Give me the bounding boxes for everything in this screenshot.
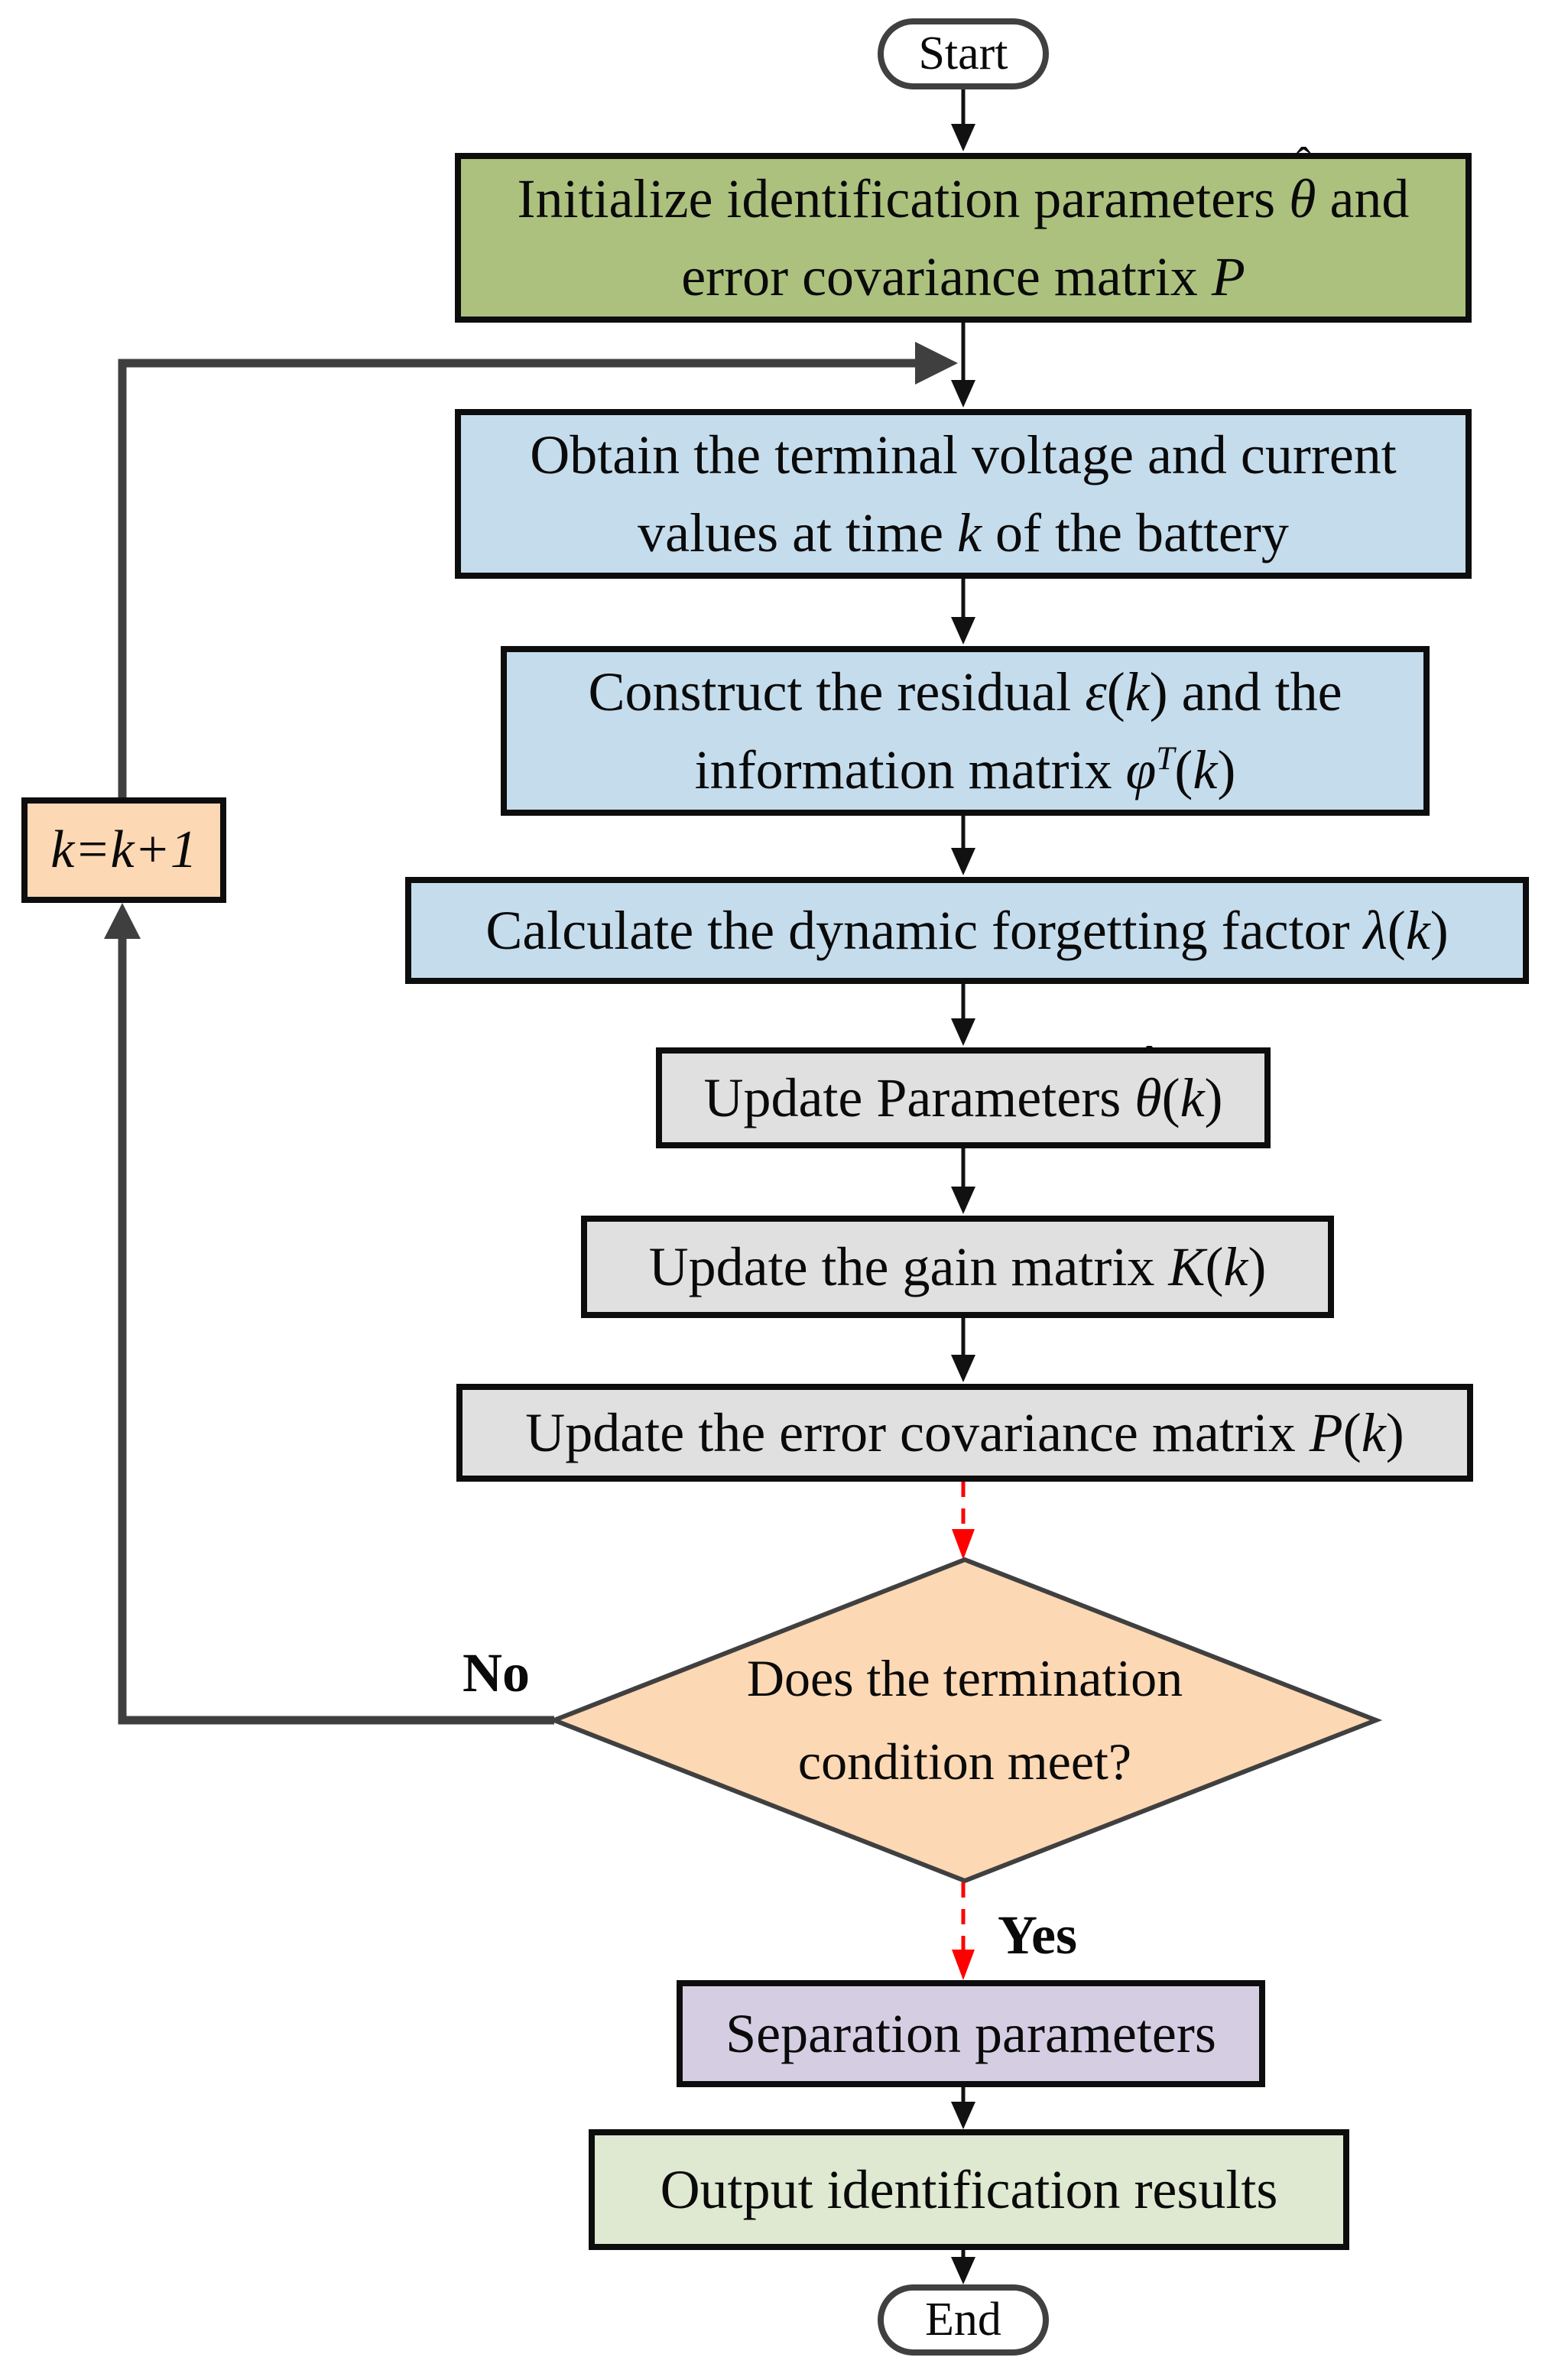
output-line-1: Output identification results — [660, 2158, 1278, 2220]
update-covariance-box: Update the error covariance matrix P(k) — [456, 1384, 1473, 1482]
arrow-separation-to-output — [951, 2087, 975, 2129]
construct-line-1: Construct the residual ε(k) and the — [588, 661, 1342, 722]
start-terminal: Start — [878, 18, 1049, 89]
obtain-voltage-current-box: Obtain the terminal voltage and current … — [455, 409, 1472, 579]
arrow-parameters-to-gain — [951, 1148, 975, 1214]
separation-line-1: Separation parameters — [725, 2002, 1216, 2064]
init-line-2: error covariance matrix P — [681, 246, 1245, 307]
construct-line-2: information matrix φT(k) — [694, 739, 1236, 800]
no-loop-path — [104, 342, 958, 1725]
decision-line-1: Does the termination — [746, 1649, 1183, 1708]
forgetting-factor-box: Calculate the dynamic forgetting factor … — [405, 877, 1529, 984]
output-results-box: Output identification results — [589, 2129, 1349, 2250]
end-label: End — [925, 2294, 1001, 2346]
arrow-construct-to-forgetting — [951, 816, 975, 875]
end-terminal: End — [878, 2284, 1049, 2356]
obtain-line-2: values at time k of the battery — [638, 502, 1289, 563]
separation-parameters-box: Separation parameters — [677, 1980, 1265, 2087]
arrow-start-to-init — [951, 88, 975, 151]
decision-text: Does the termination condition meet? — [583, 1598, 1347, 1843]
update-covariance-line-1: Update the error covariance matrix P(k) — [525, 1401, 1404, 1463]
update-gain-line-1: Update the gain matrix K(k) — [648, 1235, 1267, 1297]
termination-decision-diamond — [547, 1557, 1383, 1884]
update-gain-box: Update the gain matrix K(k) — [581, 1216, 1334, 1318]
obtain-line-1: Obtain the terminal voltage and current — [530, 424, 1397, 485]
forgetting-line-1: Calculate the dynamic forgetting factor … — [485, 899, 1449, 961]
arrow-output-to-end — [951, 2250, 975, 2284]
construct-residual-box: Construct the residual ε(k) and the info… — [501, 646, 1430, 816]
arrow-forgetting-to-parameters — [951, 984, 975, 1046]
arrow-init-to-obtain — [951, 321, 975, 407]
arrow-gain-to-covariance — [951, 1318, 975, 1382]
arrow-covariance-to-decision — [952, 1482, 975, 1560]
increment-k-box: k=k+1 — [21, 797, 226, 903]
decision-line-2: condition meet? — [797, 1732, 1132, 1791]
start-label: Start — [918, 28, 1008, 80]
arrow-decision-to-separation — [952, 1882, 975, 1980]
increment-k-line: k=k+1 — [50, 820, 197, 880]
arrow-obtain-to-construct — [951, 579, 975, 645]
yes-label: Yes — [998, 1904, 1077, 1966]
no-label: No — [463, 1642, 530, 1703]
